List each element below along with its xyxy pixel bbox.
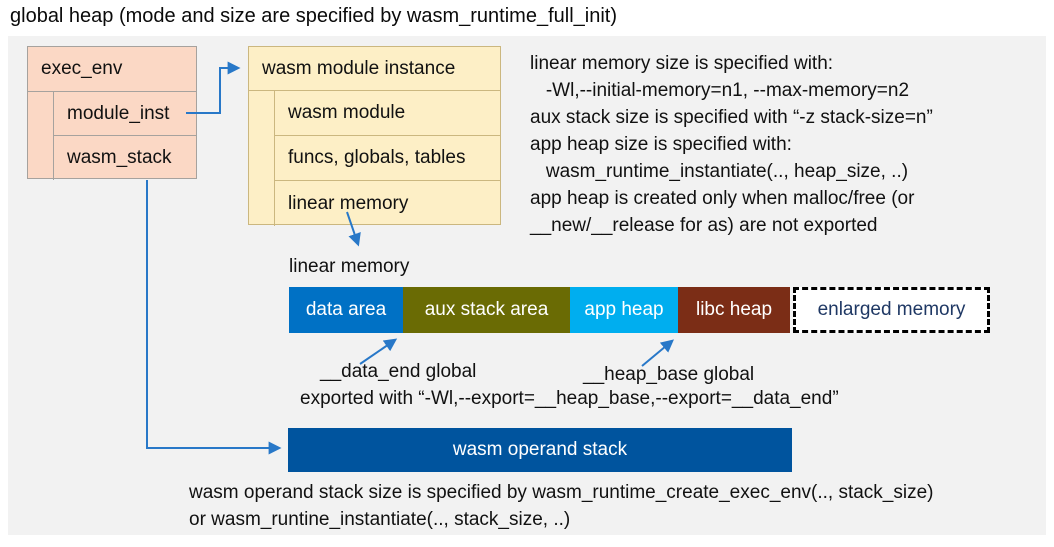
segment-label: enlarged memory <box>817 299 966 320</box>
exec-env-header: exec_env <box>28 47 196 92</box>
note-line: app heap size is specified with: <box>530 134 792 155</box>
exec-env-field-wasm-stack: wasm_stack <box>53 136 196 180</box>
segment-label: aux stack area <box>424 299 549 320</box>
module-instance-header: wasm module instance <box>249 47 500 91</box>
diagram-title: global heap (mode and size are specified… <box>10 5 617 27</box>
module-instance-field-wasm-module: wasm module <box>274 91 500 136</box>
segment-label: libc heap <box>695 299 773 320</box>
note-line: __new/__release for as) are not exported <box>530 215 878 236</box>
exec-env-field-module-inst: module_inst <box>53 92 196 136</box>
operand-stack-notes: wasm operand stack size is specified by … <box>189 479 934 533</box>
export-flags-label: exported with “-Wl,--export=__heap_base,… <box>300 388 839 409</box>
note-line: linear memory size is specified with: <box>530 53 834 74</box>
module-instance-field-funcs-globals-tables: funcs, globals, tables <box>274 136 500 181</box>
segment-data-area: data area <box>289 287 403 333</box>
wasm-operand-stack-bar: wasm operand stack <box>288 428 792 472</box>
note-line: -Wl,--initial-memory=n1, --max-memory=n2 <box>530 80 910 101</box>
segment-label: app heap <box>584 299 664 320</box>
segment-libc-heap: libc heap <box>678 287 790 333</box>
segment-label: data area <box>305 299 387 320</box>
segment-enlarged-memory: enlarged memory <box>793 287 990 333</box>
data-end-global-label: __data_end global <box>320 361 477 382</box>
heap-base-global-label: __heap_base global <box>583 364 755 385</box>
linear-memory-label: linear memory <box>289 256 410 277</box>
exec-env-box: exec_env module_inst wasm_stack <box>27 46 197 180</box>
module-instance-field-linear-memory: linear memory <box>274 181 500 226</box>
note-line: or wasm_runtine_instantiate(.., stack_si… <box>189 509 571 530</box>
linear-memory-notes: linear memory size is specified with: -W… <box>530 50 1042 239</box>
segment-aux-stack-area: aux stack area <box>403 287 570 333</box>
note-line: wasm operand stack size is specified by … <box>189 482 934 503</box>
note-line: app heap is created only when malloc/fre… <box>530 188 915 209</box>
segment-app-heap: app heap <box>570 287 678 333</box>
wasm-module-instance-box: wasm module instance wasm module funcs, … <box>248 46 501 226</box>
note-line: aux stack size is specified with “-z sta… <box>530 107 933 128</box>
operand-stack-label: wasm operand stack <box>452 439 628 460</box>
note-line: wasm_runtime_instantiate(.., heap_size, … <box>530 161 909 182</box>
